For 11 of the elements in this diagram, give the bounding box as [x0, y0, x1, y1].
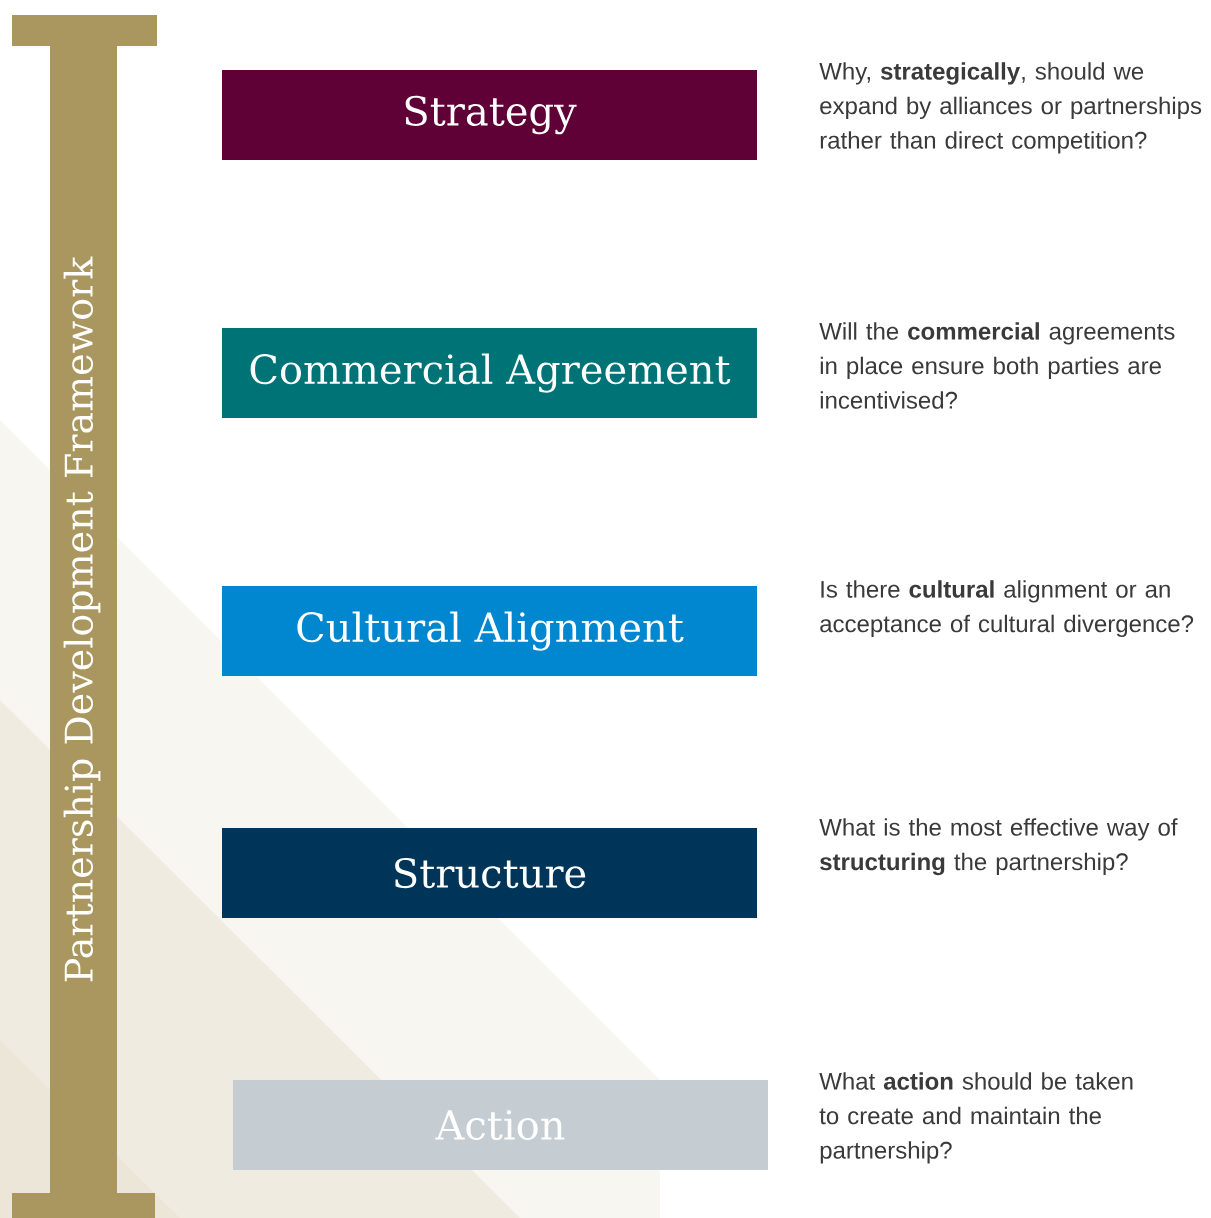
- question-text: What is the most effective way of structuring the partnership?: [819, 818, 1178, 876]
- question-text: What action should be taken to create and maintain the partnership?: [819, 1072, 1133, 1164]
- stage-box: Commercial Agreement: [222, 328, 757, 418]
- stage-box: Structure: [222, 828, 757, 918]
- question-text: Will the commercial agreements in place ensure both parties are incentivised?: [819, 322, 1175, 409]
- stage-box: Strategy: [222, 70, 757, 160]
- question-text: Why, strategically, should we expand by alliances or partnerships rather than direct competition?: [819, 62, 1202, 154]
- stage-box: Action: [233, 1080, 768, 1170]
- question-text: Is there cultural alignment or an acceptance of cultural divergence?: [820, 580, 1194, 638]
- stage-box: Cultural Alignment: [222, 586, 757, 676]
- i-beam-title: Partnership Development Framework: [12, 15, 157, 1218]
